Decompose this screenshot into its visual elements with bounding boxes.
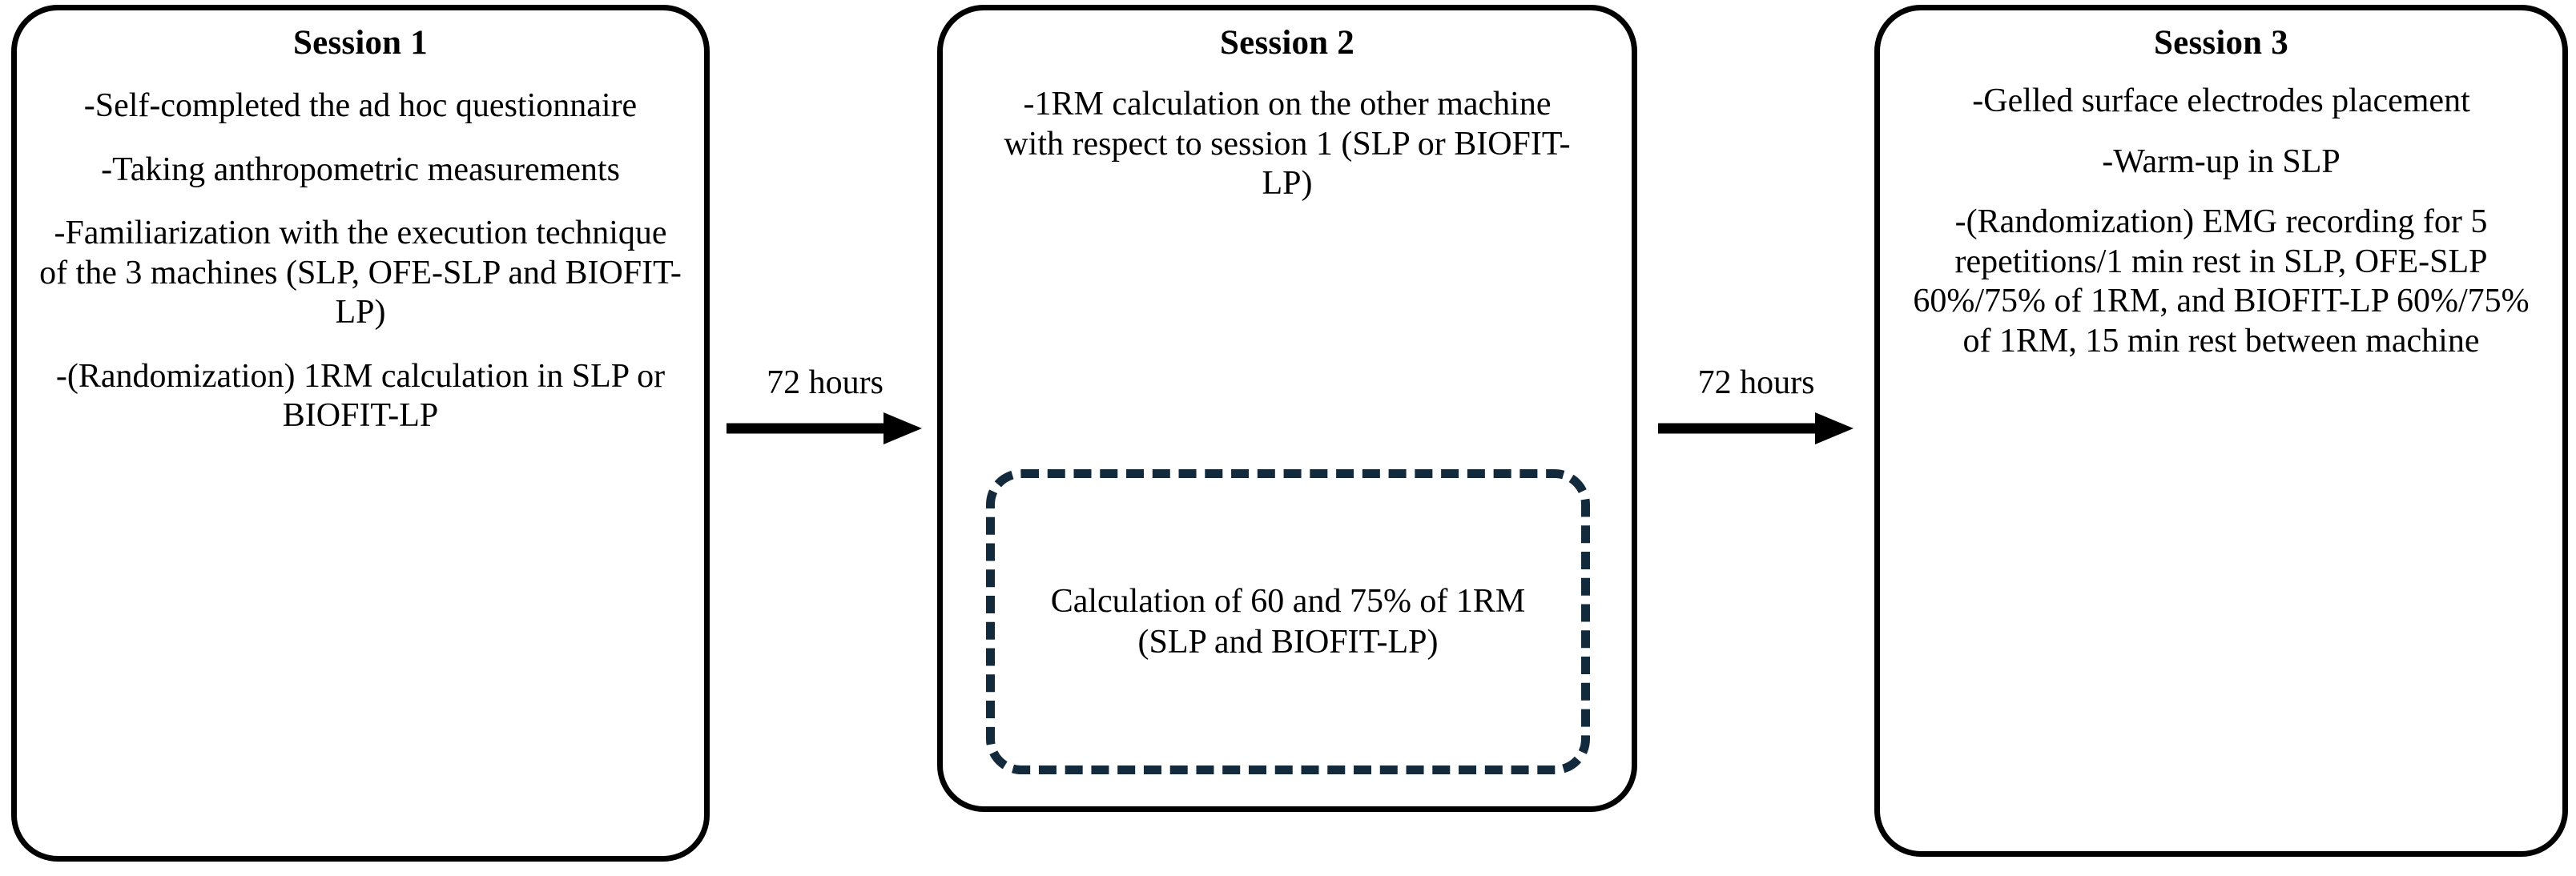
session-3-box: Session 3 -Gelled surface electrodes pla… bbox=[1874, 5, 2568, 857]
session-3-title: Session 3 bbox=[2154, 24, 2288, 62]
session-1-item-3: -Familiarization with the execution tech… bbox=[39, 215, 682, 332]
session-1-item-1: -Self-completed the ad hoc questionnaire bbox=[83, 87, 638, 125]
session-1-item-2: -Taking anthropometric measurements bbox=[101, 151, 620, 188]
arrow-right-icon bbox=[727, 412, 922, 445]
session-2-item-list: -1RM calculation on the other machine wi… bbox=[943, 64, 1632, 204]
session-2-item-1: -1RM calculation on the other machine wi… bbox=[1004, 86, 1571, 203]
session-1-item-list: -Self-completed the ad hoc questionnaire… bbox=[17, 64, 704, 436]
session-3-item-1: -Gelled surface electrodes placement bbox=[1972, 82, 2470, 120]
session-2-title: Session 2 bbox=[1220, 24, 1354, 62]
session-3-item-list: -Gelled surface electrodes placement -Wa… bbox=[1880, 64, 2562, 361]
session-1-box: Session 1 -Self-completed the ad hoc que… bbox=[11, 5, 710, 862]
session-1-item-4: -(Randomization) 1RM calculation in SLP … bbox=[55, 357, 666, 435]
session-2-calculation-text: Calculation of 60 and 75% of 1RM (SLP an… bbox=[1050, 583, 1526, 661]
connector-2-label: 72 hours bbox=[1697, 364, 1815, 401]
connector-session-2-to-3: 72 hours bbox=[1646, 364, 1866, 446]
connector-session-1-to-2: 72 hours bbox=[721, 364, 929, 446]
arrow-right-icon bbox=[1657, 412, 1854, 445]
session-3-item-3: -(Randomization) EMG recording for 5 rep… bbox=[1913, 203, 2530, 360]
connector-1-label: 72 hours bbox=[767, 364, 883, 401]
session-1-title: Session 1 bbox=[293, 24, 428, 62]
session-3-item-2: -Warm-up in SLP bbox=[2102, 143, 2341, 180]
session-2-calculation-dashed-box: Calculation of 60 and 75% of 1RM (SLP an… bbox=[986, 469, 1590, 774]
